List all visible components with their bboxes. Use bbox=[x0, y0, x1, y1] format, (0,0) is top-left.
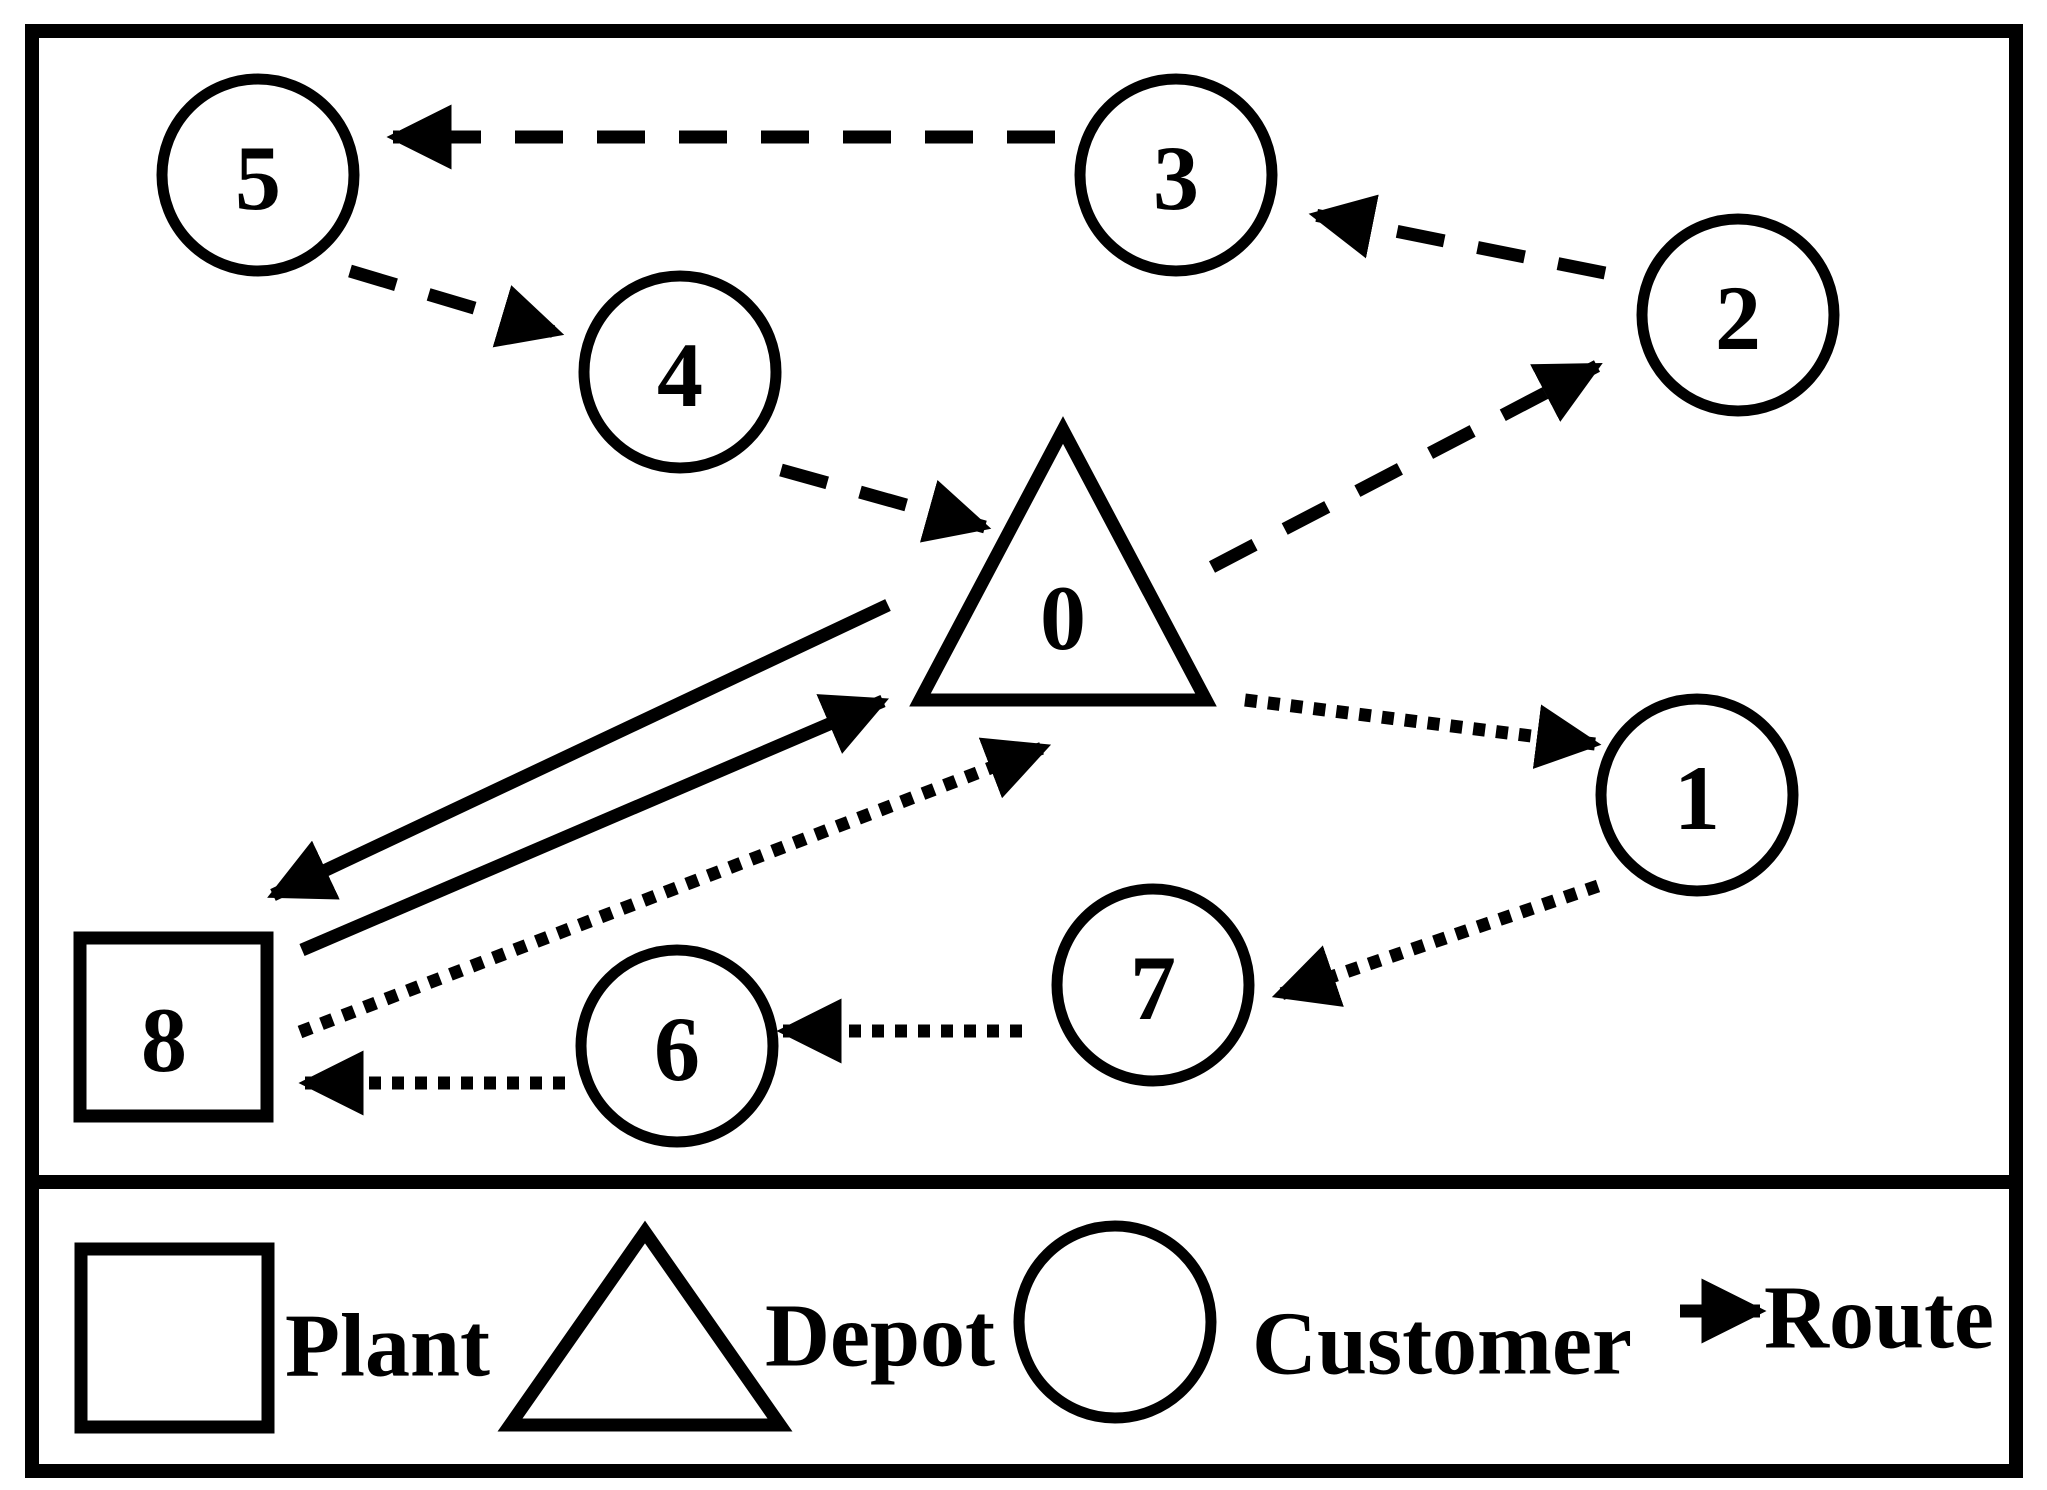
customer-circle-icon bbox=[575, 944, 779, 1148]
route-0-to-2 bbox=[1208, 360, 1603, 573]
customer-circle-icon bbox=[1595, 693, 1799, 897]
route-1-to-7 bbox=[1271, 879, 1601, 1007]
route-dotted-group bbox=[297, 693, 1602, 1116]
customer-node-3: 3 bbox=[1074, 73, 1278, 277]
customer-node-1: 1 bbox=[1595, 693, 1799, 897]
legend-depot-label: Depot bbox=[765, 1287, 995, 1386]
legend-route-label: Route bbox=[1764, 1269, 1994, 1368]
legend-plant-square-icon bbox=[74, 1242, 275, 1434]
route-4-to-0 bbox=[779, 463, 992, 543]
depot-node-0: 0 bbox=[909, 416, 1217, 707]
route-8-to-0-dotted bbox=[297, 737, 1052, 1039]
node-label: 0 bbox=[1040, 567, 1086, 669]
customer-node-4: 4 bbox=[578, 270, 782, 474]
diagram-frame bbox=[25, 24, 2023, 1478]
legend-customer-circle-icon bbox=[1013, 1220, 1217, 1424]
route-solid-group bbox=[267, 599, 891, 956]
node-label: 1 bbox=[1674, 747, 1720, 849]
route-dashed-group bbox=[348, 104, 1607, 573]
node-label: 8 bbox=[141, 989, 187, 1091]
node-label: 3 bbox=[1153, 127, 1199, 229]
route-0-to-8 bbox=[267, 599, 891, 901]
depot-triangle-icon bbox=[909, 416, 1217, 707]
legend-depot-triangle-icon bbox=[497, 1220, 793, 1432]
route-5-to-4 bbox=[348, 264, 565, 348]
customer-circle-icon bbox=[156, 73, 360, 277]
node-label: 2 bbox=[1715, 267, 1761, 369]
route-2-to-3 bbox=[1308, 194, 1607, 280]
route-0-to-1 bbox=[1244, 693, 1602, 769]
customer-node-5: 5 bbox=[156, 73, 360, 277]
customer-circle-icon bbox=[1051, 883, 1255, 1087]
customer-node-6: 6 bbox=[575, 944, 779, 1148]
customer-node-2: 2 bbox=[1636, 213, 1840, 417]
legend-customer-label: Customer bbox=[1252, 1295, 1632, 1394]
customer-circle-icon bbox=[1074, 73, 1278, 277]
plant-square-icon bbox=[73, 931, 274, 1123]
legend-plant-label: Plant bbox=[285, 1297, 490, 1396]
node-label: 5 bbox=[235, 127, 281, 229]
node-label: 4 bbox=[657, 324, 703, 426]
customer-node-7: 7 bbox=[1051, 883, 1255, 1087]
node-label: 6 bbox=[654, 998, 700, 1100]
route-8-to-0-solid bbox=[299, 694, 889, 956]
legend: Plant Depot Customer Route bbox=[74, 1220, 1994, 1434]
node-label: 7 bbox=[1130, 937, 1176, 1039]
plant-node-8: 8 bbox=[73, 931, 274, 1123]
customer-circle-icon bbox=[1636, 213, 1840, 417]
customer-circle-icon bbox=[578, 270, 782, 474]
